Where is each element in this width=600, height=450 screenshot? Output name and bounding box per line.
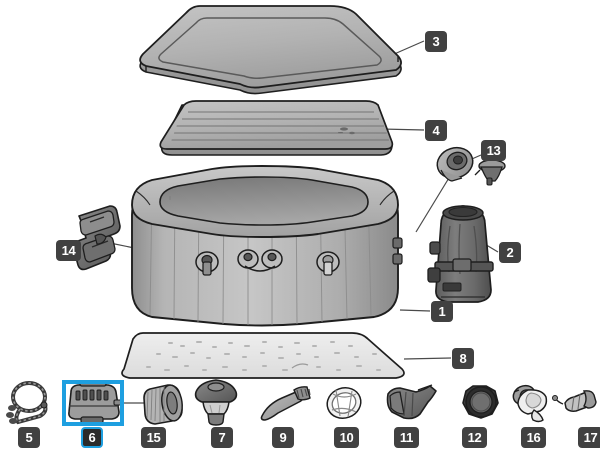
callout-badge-10[interactable]: 10 [334, 427, 359, 448]
part-cleaning-brush [260, 386, 311, 421]
leader-line-1 [399, 309, 431, 312]
part-ground-cloth [121, 332, 405, 379]
part-air-nozzle [386, 384, 437, 420]
callout-badge-2[interactable]: 2 [499, 242, 521, 263]
tub-side-ports [392, 237, 403, 265]
callout-badge-1[interactable]: 1 [431, 301, 453, 322]
callout-badge-8[interactable]: 8 [452, 348, 474, 369]
callout-badge-5[interactable]: 5 [18, 427, 40, 448]
tub-jet-left [195, 251, 219, 276]
callout-badge-11[interactable]: 11 [394, 427, 419, 448]
ground-cloth-texture [146, 341, 381, 371]
filter-housing-vents [75, 389, 109, 401]
callout-badge-16[interactable]: 16 [521, 427, 546, 448]
callout-badge-17[interactable]: 17 [578, 427, 600, 448]
callout-badge-7[interactable]: 7 [211, 427, 233, 448]
part-drain-valve [512, 384, 548, 423]
leader-line-3 [391, 40, 425, 56]
part-filter-cartridge [143, 384, 183, 425]
tub-jet-right [316, 251, 340, 276]
cartridge-pleats [146, 387, 165, 422]
part-spa-tub-body [131, 165, 403, 327]
part-pump-unit [427, 205, 494, 303]
part-hose-connector [552, 390, 597, 412]
liner-logo [338, 127, 355, 135]
leader-line-8 [403, 357, 452, 360]
tub-jet-center-pair [237, 249, 283, 272]
part-chemical-floater [194, 379, 238, 426]
part-strap-buckle [72, 205, 121, 271]
inflation-valve-insert [474, 159, 506, 186]
callout-badge-15[interactable]: 15 [141, 427, 166, 448]
part-spa-liner [159, 100, 394, 156]
callout-badge-3[interactable]: 3 [425, 31, 447, 52]
callout-badge-13[interactable]: 13 [481, 140, 506, 161]
part-spa-cover [139, 5, 402, 95]
callout-badge-14[interactable]: 14 [56, 240, 81, 261]
hose-fittings [6, 405, 17, 424]
leader-line-4 [380, 128, 425, 131]
part-filter-cap [462, 385, 499, 419]
callout-badge-12[interactable]: 12 [462, 427, 487, 448]
selection-highlight-box[interactable] [62, 380, 124, 426]
brush-bristles [296, 388, 311, 399]
callout-badge-4[interactable]: 4 [425, 120, 447, 141]
part-inflation-hose [6, 381, 48, 425]
callout-badge-6[interactable]: 6 [81, 427, 103, 448]
part-inflation-valve [436, 146, 506, 186]
part-sealing-ring [326, 387, 362, 419]
callout-badge-9[interactable]: 9 [272, 427, 294, 448]
